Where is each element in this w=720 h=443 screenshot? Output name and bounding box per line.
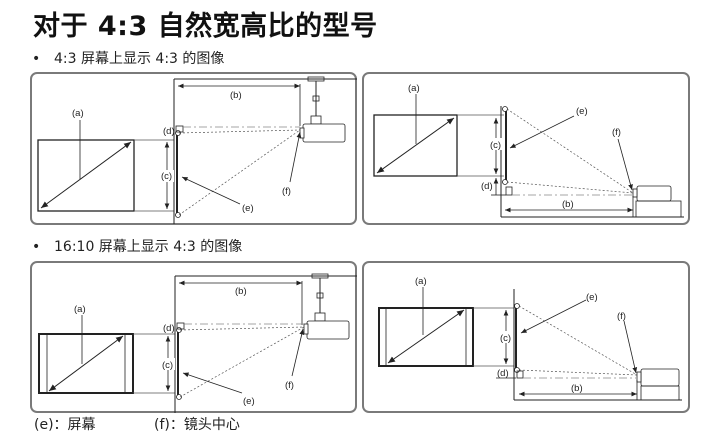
label-e: (e)	[576, 106, 588, 117]
label-f: (f)	[285, 380, 294, 391]
legend-item-lens-center: (f)：镜头中心	[154, 414, 240, 434]
label-d: (d)	[163, 126, 175, 137]
diagram-ceiling-4x3: (a) (b) (d) (c) (e)	[30, 72, 357, 225]
label-a: (a)	[74, 304, 86, 315]
section-heading-16x10-screen: • 16:10 屏幕上显示 4:3 的图像	[32, 236, 242, 256]
bullet-icon: •	[32, 239, 41, 255]
label-e: (e)	[242, 203, 254, 214]
label-a: (a)	[415, 276, 427, 287]
label-c: (c)	[161, 171, 172, 182]
label-c: (c)	[490, 140, 501, 151]
legend-item-screen: (e)：屏幕	[34, 414, 96, 434]
section-heading-4x3-screen: • 4:3 屏幕上显示 4:3 的图像	[32, 48, 224, 68]
legend-key: (f)	[154, 417, 170, 433]
label-d: (d)	[481, 181, 493, 192]
label-e: (e)	[243, 396, 255, 407]
label-a: (a)	[408, 83, 420, 94]
projection-diagram: (a) (b) (d) (c) (e)	[37, 76, 357, 224]
legend-separator: ：	[53, 417, 68, 433]
label-c: (c)	[162, 360, 173, 371]
label-a: (a)	[72, 108, 84, 119]
label-b: (b)	[235, 286, 247, 297]
diagram-floor-4x3: (a) (c) (d) (b) (e)	[362, 72, 690, 225]
legend-key: (e)	[34, 417, 54, 433]
label-b: (b)	[562, 199, 574, 210]
section-heading-text: 16:10 屏幕上显示 4:3 的图像	[54, 239, 243, 255]
label-b: (b)	[230, 90, 242, 101]
label-f: (f)	[282, 186, 291, 197]
legend-text: 屏幕	[67, 417, 96, 433]
label-b: (b)	[571, 383, 583, 394]
legend-text: 镜头中心	[183, 417, 240, 433]
label-d: (d)	[497, 368, 509, 379]
label-c: (c)	[500, 333, 511, 344]
projection-diagram: (a) (b) (d) (c) (e) (f)	[38, 273, 357, 413]
label-e: (e)	[586, 292, 598, 303]
projection-diagram: (a) (c) (d) (b) (e) (f)	[378, 276, 682, 401]
legend-separator: ：	[169, 417, 184, 433]
label-d: (d)	[163, 323, 175, 334]
diagram-ceiling-16x10: (a) (b) (d) (c) (e) (f)	[30, 261, 357, 413]
section-heading-text: 4:3 屏幕上显示 4:3 的图像	[54, 51, 225, 67]
label-f: (f)	[612, 127, 621, 138]
projection-diagram: (a) (c) (d) (b) (e)	[373, 83, 684, 218]
bullet-icon: •	[32, 51, 41, 67]
label-f: (f)	[617, 311, 626, 322]
diagram-floor-16x10: (a) (c) (d) (b) (e) (f)	[362, 261, 690, 413]
page-title: 对于 4:3 自然宽高比的型号	[33, 11, 378, 42]
